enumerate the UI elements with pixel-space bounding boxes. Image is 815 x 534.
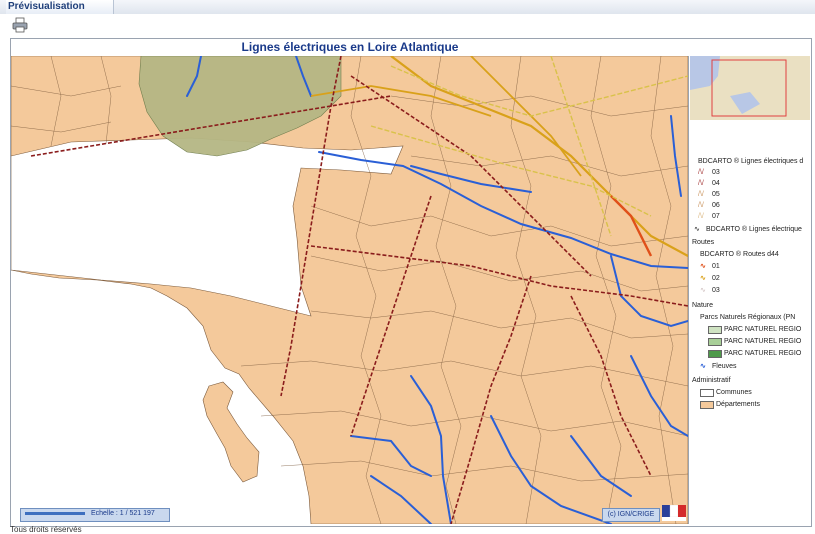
window-titlebar: Prévisualisation [0,0,815,15]
legend-line-04: 04 [712,180,720,187]
overview-svg [690,56,810,120]
regional-park [138,56,342,157]
legend-lines-other: BDCARTO ® Lignes électrique [706,226,802,233]
legend-departements-swatch [700,401,714,409]
legend-road-icon: ∿ [700,275,706,282]
legend-line-05: 05 [712,191,720,198]
rivers [186,56,688,524]
legend-communes: Communes [716,389,752,396]
legend-nature-group: Nature [692,302,714,309]
republic-logo-icon [662,505,686,521]
legend-park-swatch [708,326,722,334]
legend-road-02: 02 [712,275,720,282]
legend-line-icon: /\/ [698,180,704,187]
legend-rivers: Fleuves [712,363,737,370]
print-icon[interactable] [12,17,28,33]
power-lines-yellow [370,56,688,237]
toolbar [0,14,815,38]
scale-line [25,512,85,515]
legend-roads-group: Routes [692,239,715,246]
legend-park-2: PARC NATUREL REGIO [724,338,802,345]
island [202,381,260,483]
footer-rights: Tous droits réservés [10,525,82,534]
legend-parks-title: Parcs Naturels Régionaux (PN [700,314,796,321]
legend-line-07: 07 [712,213,720,220]
copyright-badge: (c) IGN/CRIGE [602,508,660,522]
map-svg [11,56,688,524]
legend-panel: BDCARTO ® Lignes électriques d /\/ 03 /\… [690,120,810,524]
legend-lines-other-icon: ∿ [694,226,700,233]
legend-admin-group: Administratif [692,377,731,384]
overview-extent [711,59,787,117]
legend-road-icon: ∿ [700,287,706,294]
legend-road-03: 03 [712,287,720,294]
legend-departements: Départements [716,401,760,408]
legend-lines-title: BDCARTO ® Lignes électriques d [698,158,804,165]
scale-label: Echelle : 1 / 521 197 [91,510,155,517]
legend-park-3: PARC NATUREL REGIO [724,350,802,357]
legend-line-icon: /\/ [698,213,704,220]
legend-roads-source: BDCARTO ® Routes d44 [700,251,779,258]
legend-road-01: 01 [712,263,720,270]
legend-river-icon: ∿ [700,363,706,370]
legend-park-swatch [708,338,722,346]
power-lines [30,56,688,524]
scale-bar: Echelle : 1 / 521 197 [20,508,170,522]
legend-park-1: PARC NATUREL REGIO [724,326,802,333]
legend-line-icon: /\/ [698,202,704,209]
legend-line-icon: /\/ [698,191,704,198]
tab-preview[interactable]: Prévisualisation [6,0,114,14]
legend-line-06: 06 [712,202,720,209]
legend-line-03: 03 [712,169,720,176]
communes [11,56,688,524]
legend-park-swatch [708,350,722,358]
overview-map[interactable] [690,56,810,121]
legend-communes-swatch [700,389,714,397]
legend-line-icon: /\/ [698,169,704,176]
map-canvas[interactable] [11,56,689,524]
legend-road-icon: ∿ [700,263,706,270]
map-title: Lignes électriques en Loire Atlantique [241,40,459,54]
